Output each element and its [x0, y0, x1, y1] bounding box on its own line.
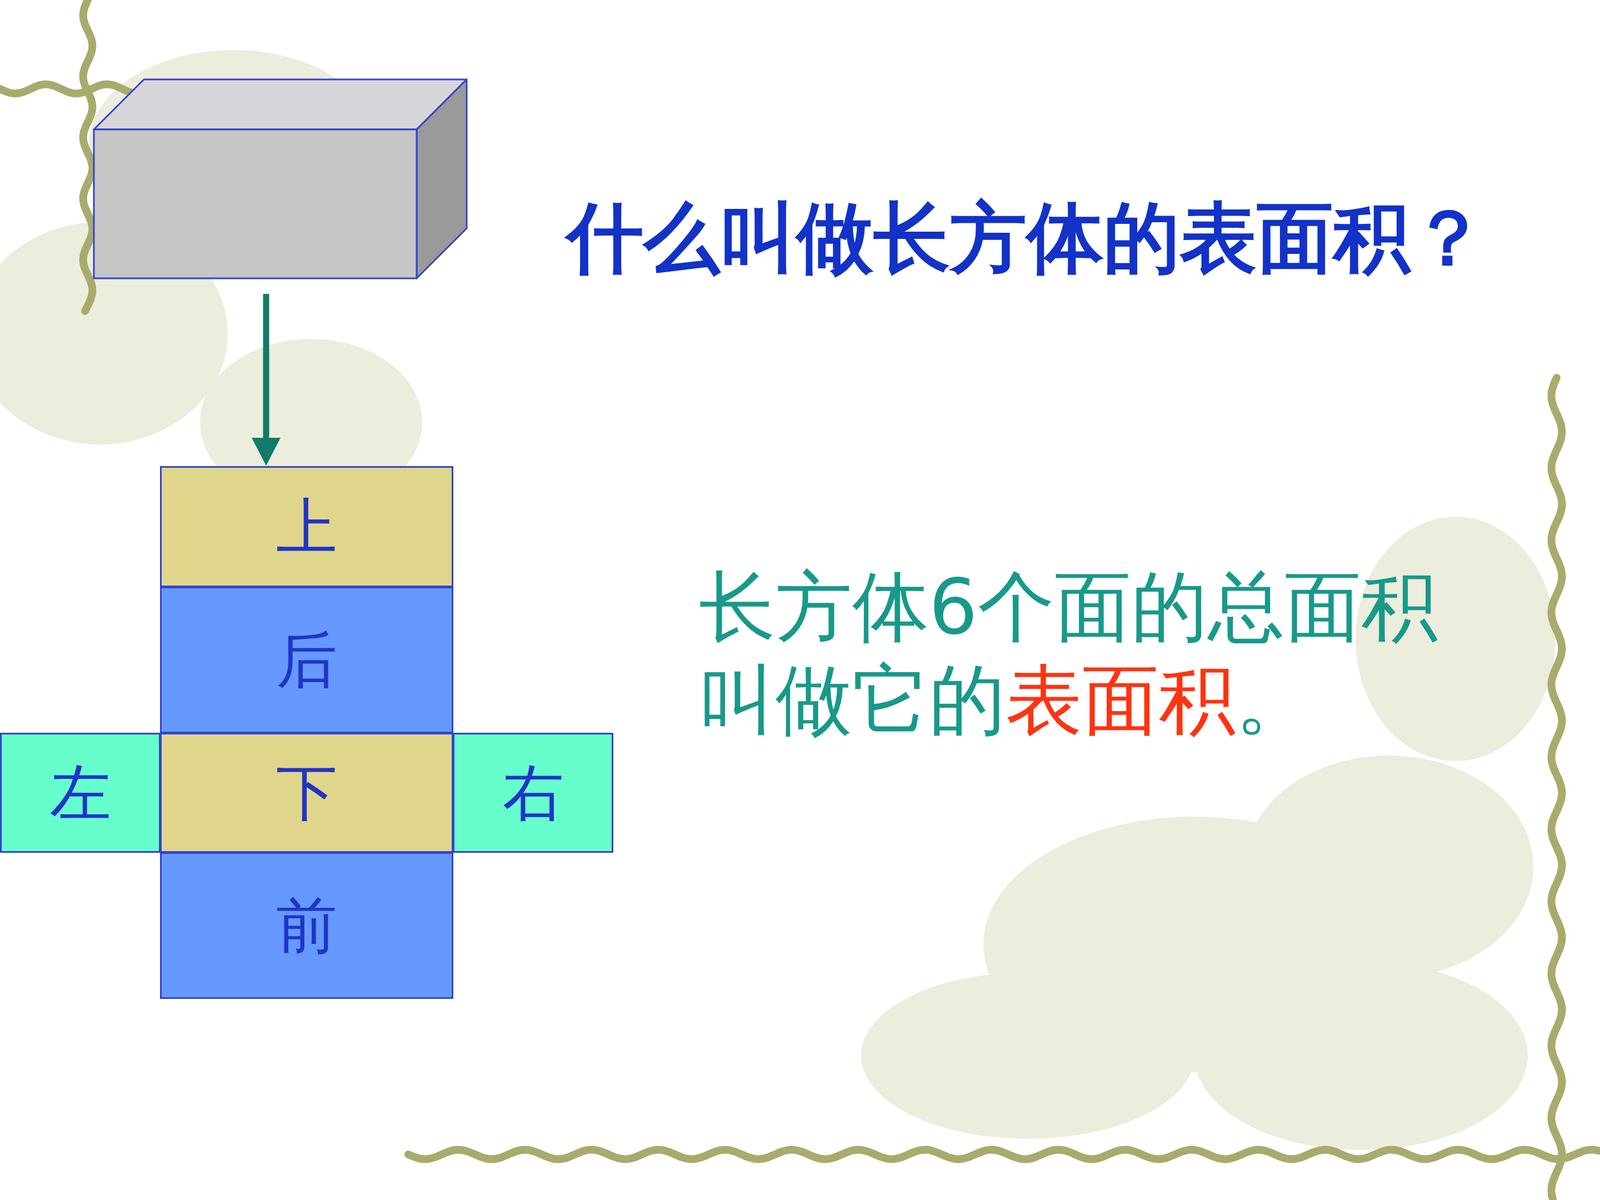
net-face: 左	[0, 732, 161, 853]
cuboid-right-face	[416, 79, 467, 279]
cuboid-front-face	[93, 129, 417, 279]
vine-stroke	[1551, 377, 1563, 1200]
cuboid-illustration	[93, 79, 467, 279]
face-label: 下	[276, 759, 338, 827]
face-label: 右	[502, 759, 564, 827]
background-flowers	[0, 50, 1556, 1150]
net-face: 上	[160, 466, 454, 588]
face-label: 前	[276, 892, 338, 960]
definition-text: 长方体6个面的总面积	[698, 562, 1438, 652]
net-face: 前	[160, 852, 454, 999]
slide-title: 什么叫做长方体的表面积？	[566, 191, 1487, 284]
face-label: 上	[276, 493, 338, 561]
face-label: 左	[50, 759, 112, 827]
net-face: 右	[452, 732, 614, 853]
definition-text: 。	[1235, 655, 1313, 745]
definition-line: 叫做它的表面积。	[698, 654, 1313, 747]
definition-text: 叫做它的	[698, 655, 1006, 745]
key-term: 表面积	[1005, 655, 1236, 745]
vine-stroke	[408, 1150, 1600, 1160]
arrow-head	[251, 437, 281, 466]
face-label: 后	[276, 626, 338, 694]
vine-stroke	[83, 0, 93, 312]
definition-line: 长方体6个面的总面积	[698, 561, 1438, 654]
net-face: 后	[160, 586, 454, 734]
arrow-shaft	[263, 293, 270, 439]
net-face: 下	[160, 732, 454, 853]
unfold-arrow	[251, 293, 281, 466]
cuboid-top-face	[93, 79, 467, 130]
